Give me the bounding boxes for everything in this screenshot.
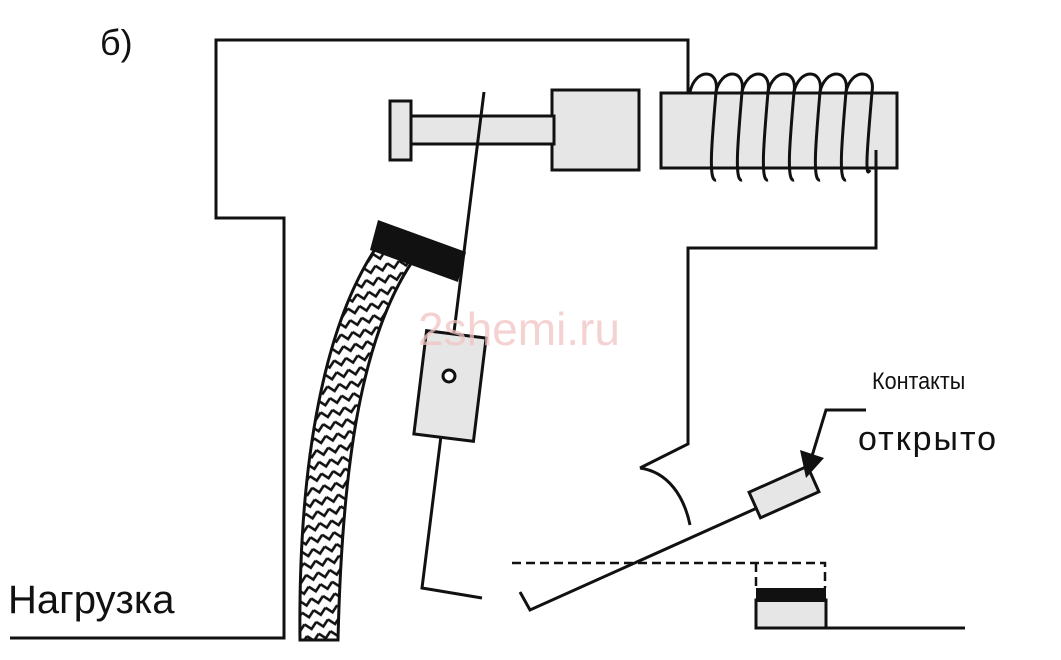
plunger-head	[388, 99, 413, 162]
variant-label: б)	[100, 22, 133, 63]
coil-return-wire	[639, 150, 878, 470]
contacts-label: Контакты	[872, 368, 966, 395]
watermark-text: 2shemi.ru	[418, 303, 620, 355]
coil-winding	[688, 72, 874, 182]
dashed-reference	[512, 561, 827, 588]
pivot-plate	[412, 329, 488, 443]
fixed-contact-base	[754, 598, 828, 630]
arc-spring	[639, 466, 692, 526]
load-circuit-wire	[10, 38, 690, 640]
contact-arm	[518, 484, 807, 612]
coil-core	[659, 91, 899, 170]
load-label: Нагрузка	[8, 578, 175, 622]
plunger-rod	[408, 114, 556, 146]
lead-clamp	[370, 220, 466, 282]
contacts-pointer	[810, 408, 866, 457]
state-label: открыто	[858, 420, 999, 458]
magnet-block	[550, 88, 641, 172]
fixed-contact-pad	[756, 588, 826, 602]
contacts-pointer-arrowhead	[800, 450, 824, 478]
moving-contact	[747, 464, 821, 520]
pivot-pin	[441, 368, 457, 384]
braided-lead	[298, 239, 415, 642]
